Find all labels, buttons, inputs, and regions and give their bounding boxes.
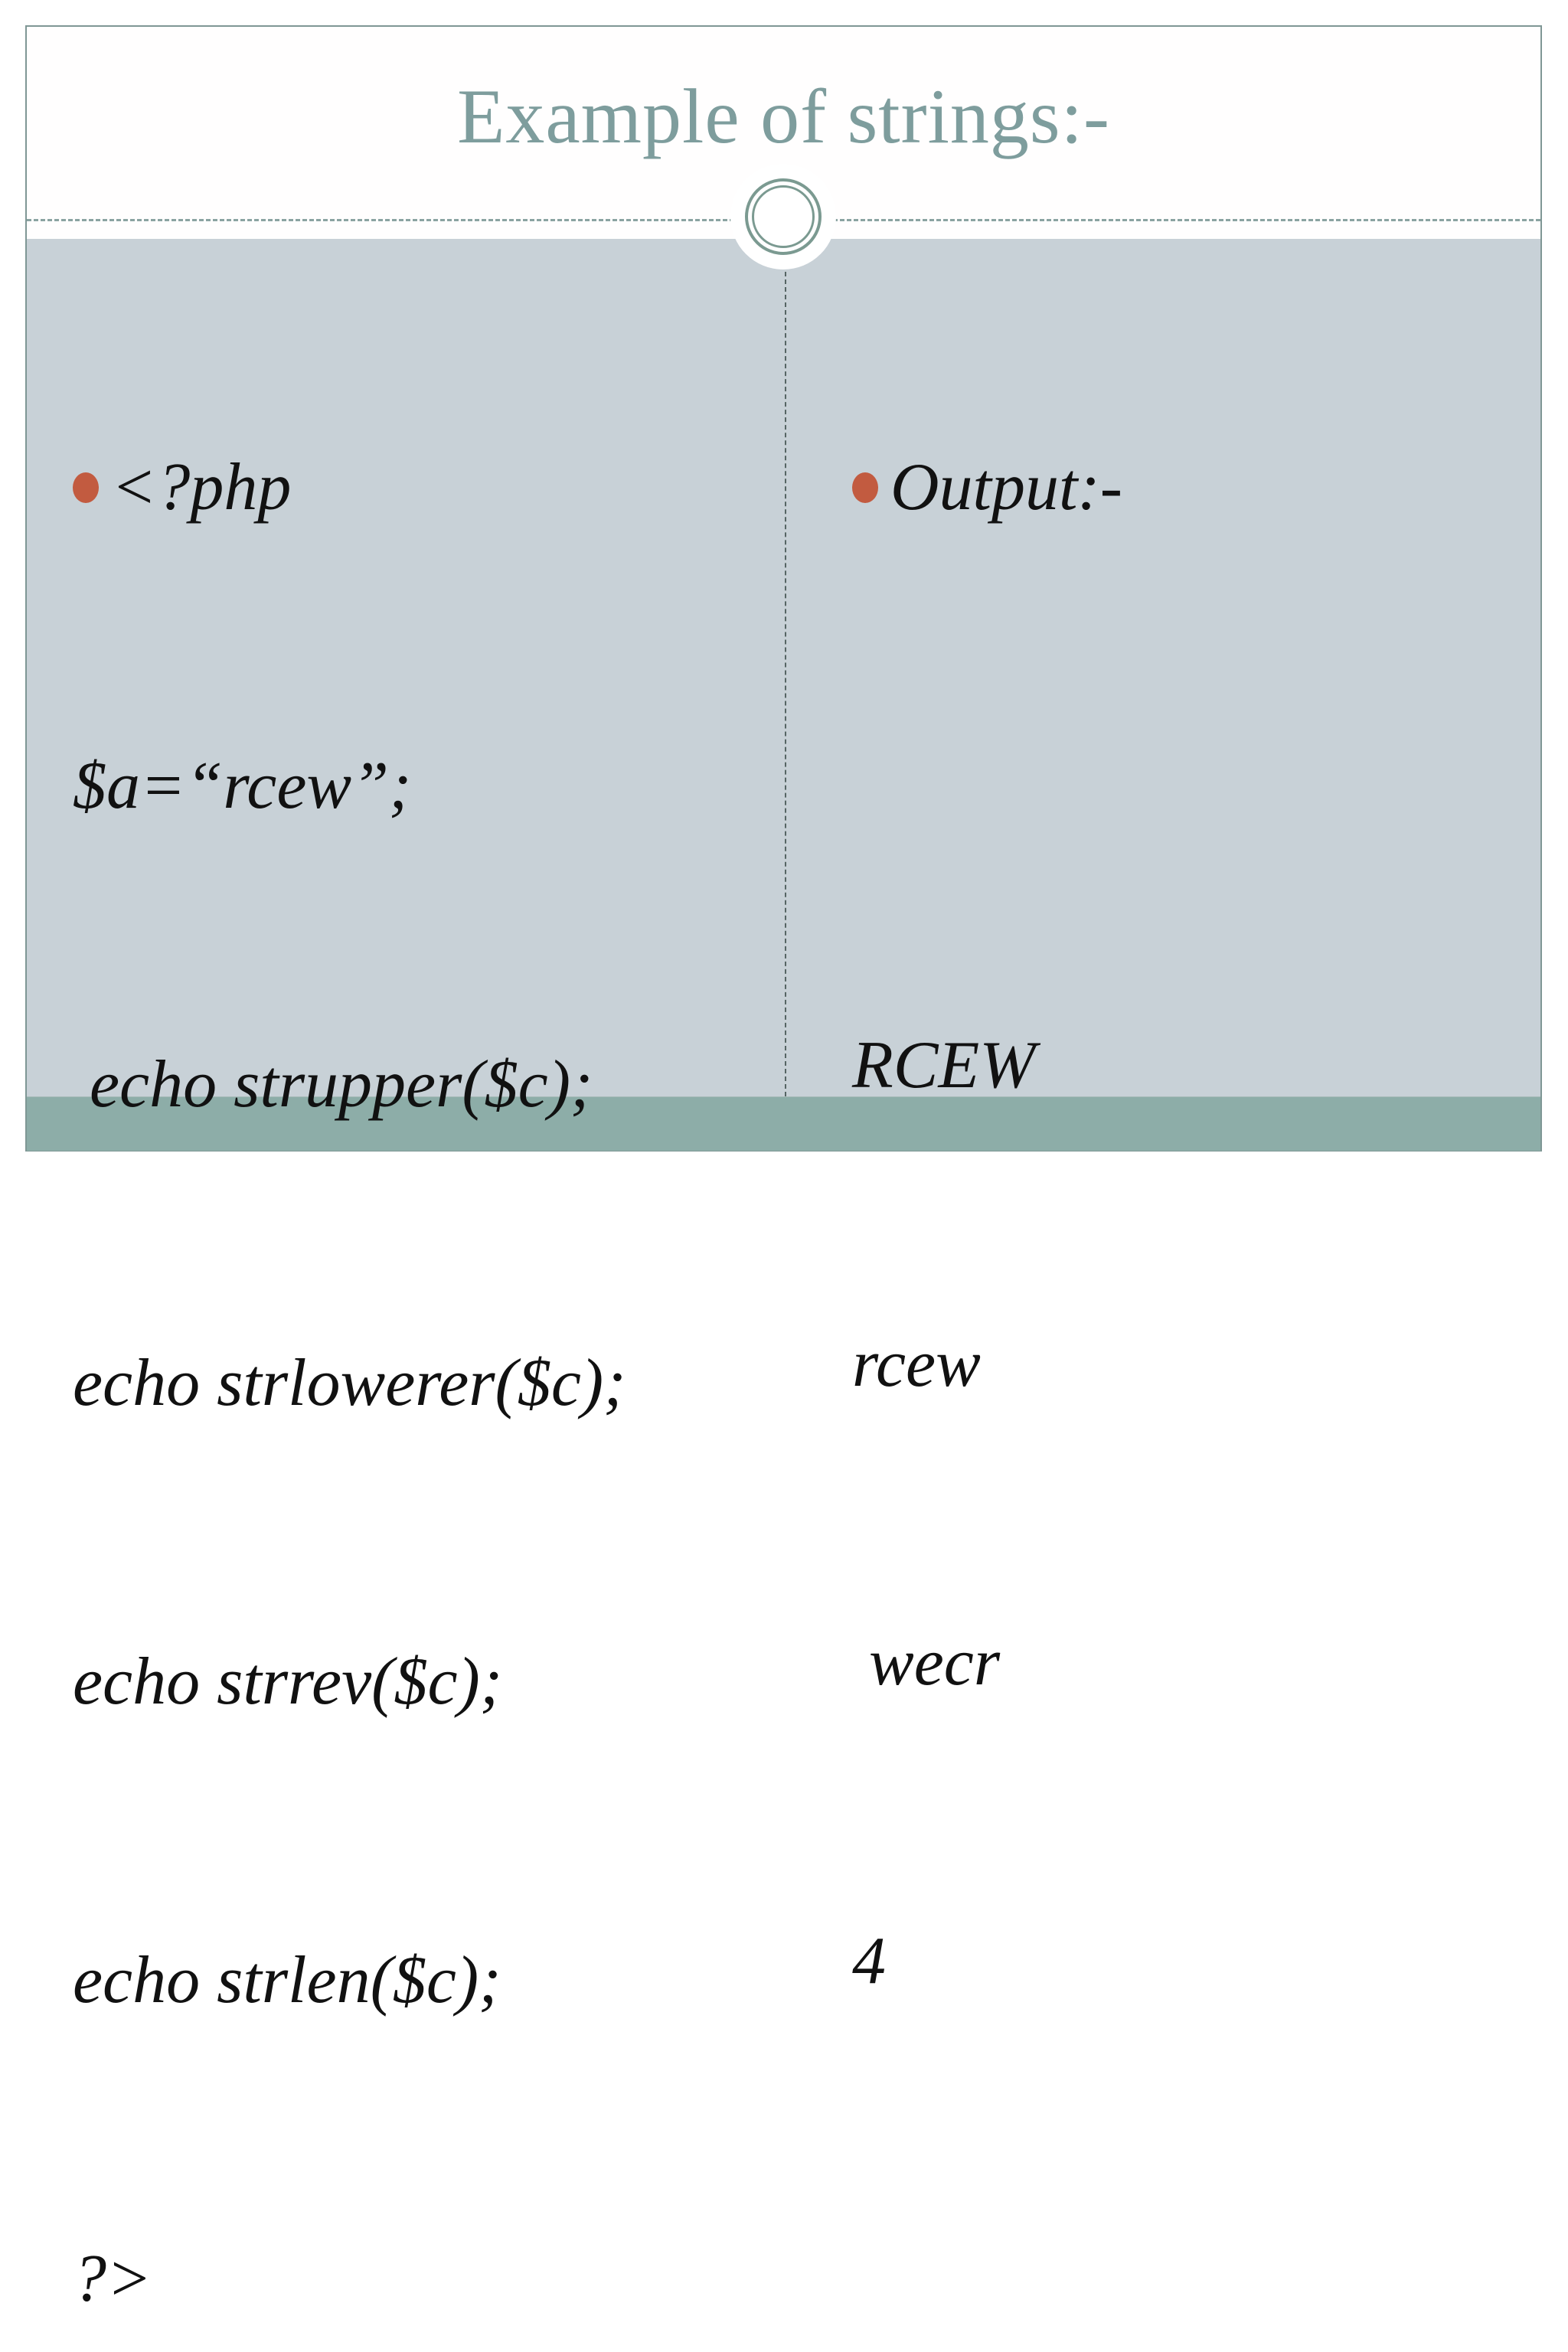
circle-ornament-inner-icon [752, 185, 815, 248]
code-line-php-close: ?> [73, 2242, 152, 2316]
code-line-assign: $a=“rcew”; [73, 749, 412, 823]
output-line-upper: RCEW [852, 1028, 1036, 1102]
code-line-strupper: echo strupper($c); [73, 1047, 593, 1122]
output-heading: Output:- [852, 438, 1122, 537]
blank-line [852, 737, 1122, 817]
bullet-icon [73, 472, 99, 503]
code-column: <?php $a=“rcew”; echo strupper($c); echo… [73, 239, 626, 2352]
code-text: <?php [111, 450, 292, 524]
code-line-strlower: echo strlowerer($c); [73, 1346, 626, 1420]
column-divider [785, 272, 786, 1096]
output-heading-text: Output:- [890, 450, 1123, 524]
output-line-length: 4 [852, 1924, 886, 1998]
code-line-php-open: <?php [73, 438, 626, 537]
output-column: Output:- RCEW rcew wecr 4 [852, 239, 1122, 2210]
code-line-strlen: echo strlen($c); [73, 1943, 501, 2017]
circle-ornament-icon [745, 178, 822, 255]
content-area [27, 239, 1540, 1096]
output-line-reversed: wecr [852, 1625, 1001, 1700]
output-line-lower: rcew [852, 1327, 981, 1401]
footer-band [27, 1096, 1540, 1151]
bullet-icon [852, 472, 878, 503]
slide-canvas: { "title": "Example of strings:-", "left… [25, 25, 1542, 2316]
slide-frame: Example of strings:- <?php $a=“rcew”; ec… [25, 25, 1542, 2316]
page-title: Example of strings:- [457, 74, 1110, 160]
code-line-strrev: echo strrev($c); [73, 1645, 503, 1719]
